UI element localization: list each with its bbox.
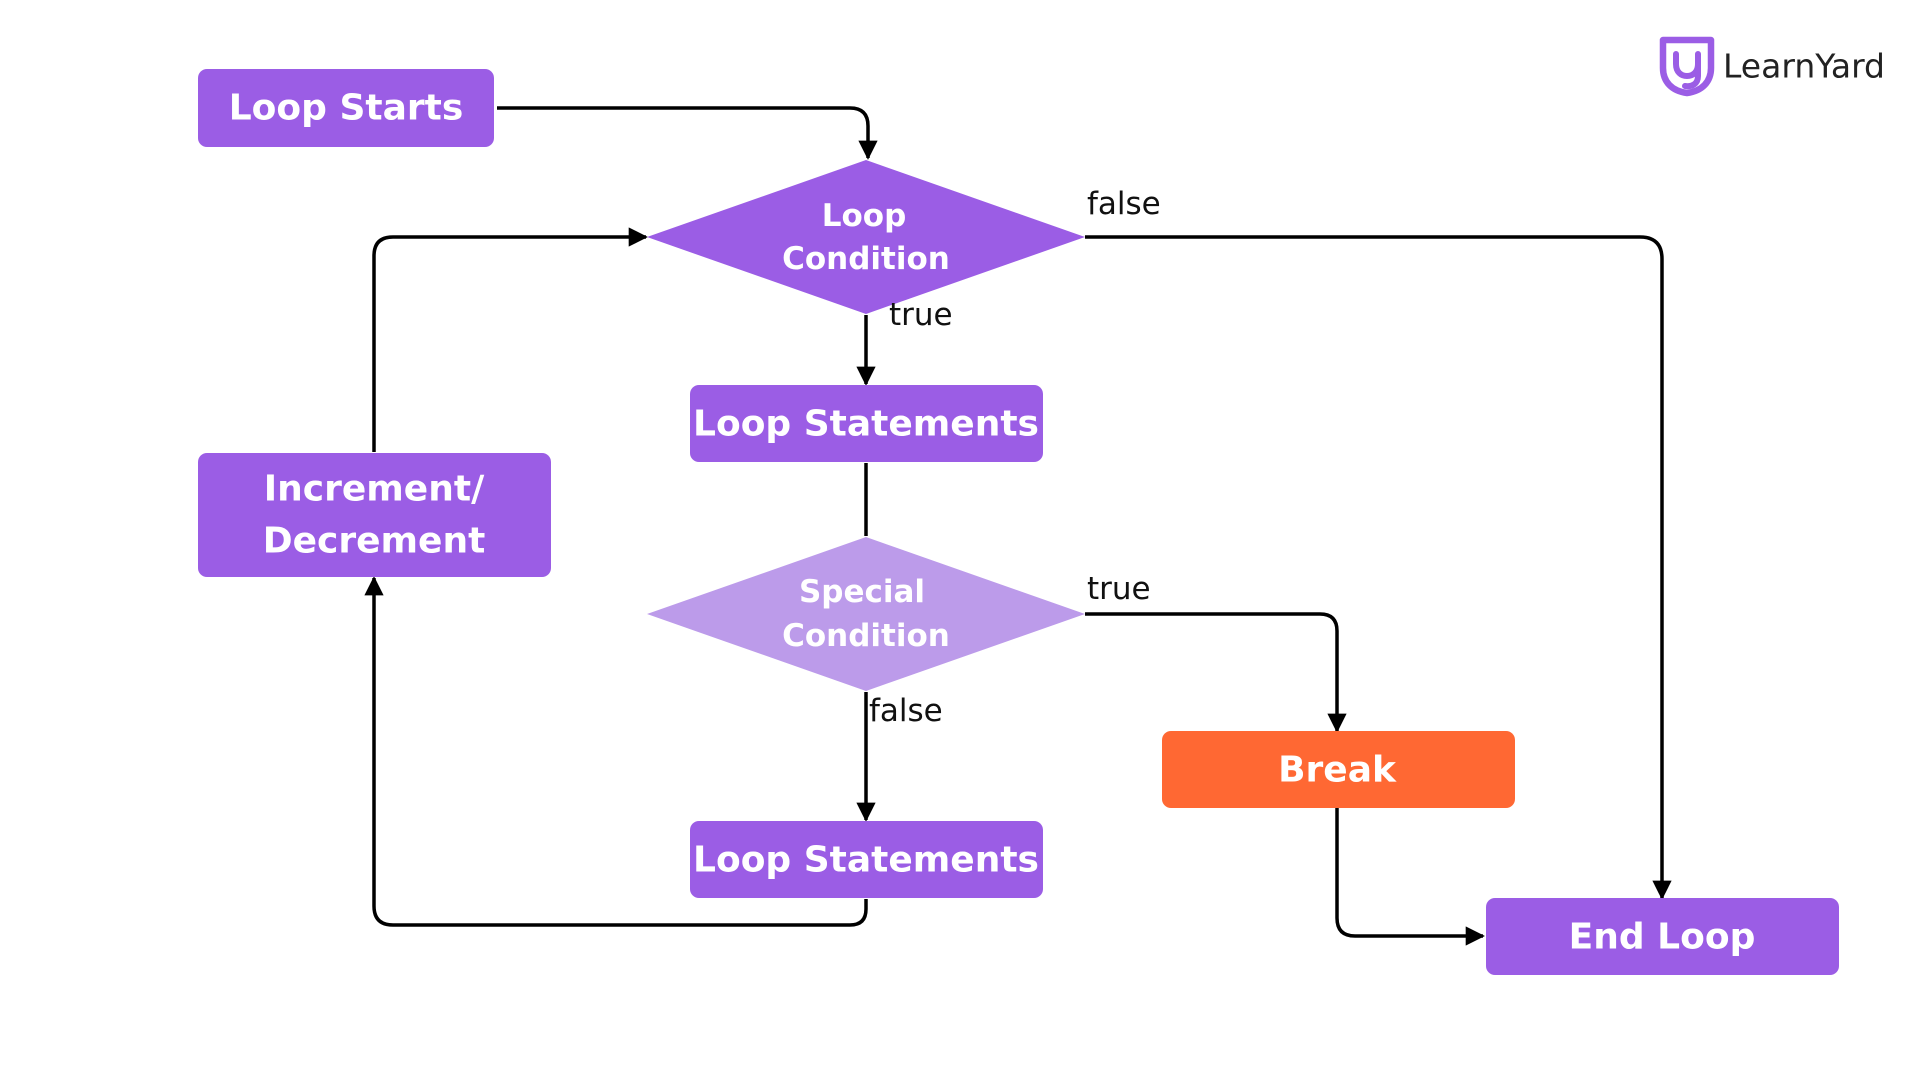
edge-label-special-true: true: [1087, 571, 1151, 607]
special-condition-diamond: [647, 537, 1085, 691]
node-increment-decrement: Increment/ Decrement: [198, 453, 551, 577]
loop-condition-label-line1: Loop: [822, 198, 907, 234]
connector-increment-to-condition: [372, 227, 648, 452]
loop-starts-label: Loop Starts: [229, 88, 464, 129]
learnyard-logo: LearnYard: [1659, 36, 1885, 97]
connector-statements-to-increment: [364, 576, 868, 927]
increment-decrement-box: [198, 453, 551, 577]
node-loop-statements-1: Loop Statements: [690, 385, 1043, 462]
loop-statements-2-label: Loop Statements: [693, 840, 1039, 881]
loop-condition-label-line2: Condition: [782, 241, 950, 277]
edge-label-condition-true: true: [889, 297, 953, 333]
node-end-loop: End Loop: [1486, 898, 1839, 975]
connector-condition-false-to-end: [1085, 235, 1672, 900]
connectors: [364, 106, 1672, 946]
increment-decrement-label-line1: Increment/: [264, 469, 485, 510]
end-loop-box: [1486, 898, 1839, 975]
loop-starts-box: [198, 69, 494, 147]
loop-statements-2-box: [690, 821, 1043, 898]
learnyard-shield-logo-icon: [1659, 36, 1715, 97]
loop-statements-1-label: Loop Statements: [693, 404, 1039, 445]
special-condition-label-line2: Condition: [782, 618, 950, 654]
edge-label-special-false: false: [869, 693, 943, 729]
node-loop-starts: Loop Starts: [198, 69, 494, 147]
connector-start-to-condition: [497, 106, 878, 160]
node-loop-statements-2: Loop Statements: [690, 821, 1043, 898]
edge-label-condition-false: false: [1087, 186, 1161, 222]
increment-decrement-label-line2: Decrement: [263, 521, 486, 562]
connector-break-to-end: [1335, 808, 1485, 946]
loop-statements-1-box: [690, 385, 1043, 462]
node-break: Break: [1162, 731, 1515, 808]
connector-special-true-to-break: [1085, 612, 1347, 733]
node-loop-condition: Loop Condition: [647, 160, 1085, 314]
node-special-condition: Special Condition: [647, 537, 1085, 691]
break-label: Break: [1278, 750, 1397, 791]
end-loop-label: End Loop: [1569, 917, 1756, 958]
loop-condition-diamond: [647, 160, 1085, 314]
break-box: [1162, 731, 1515, 808]
brand-name: LearnYard: [1723, 47, 1885, 86]
special-condition-label-line1: Special: [799, 574, 925, 610]
